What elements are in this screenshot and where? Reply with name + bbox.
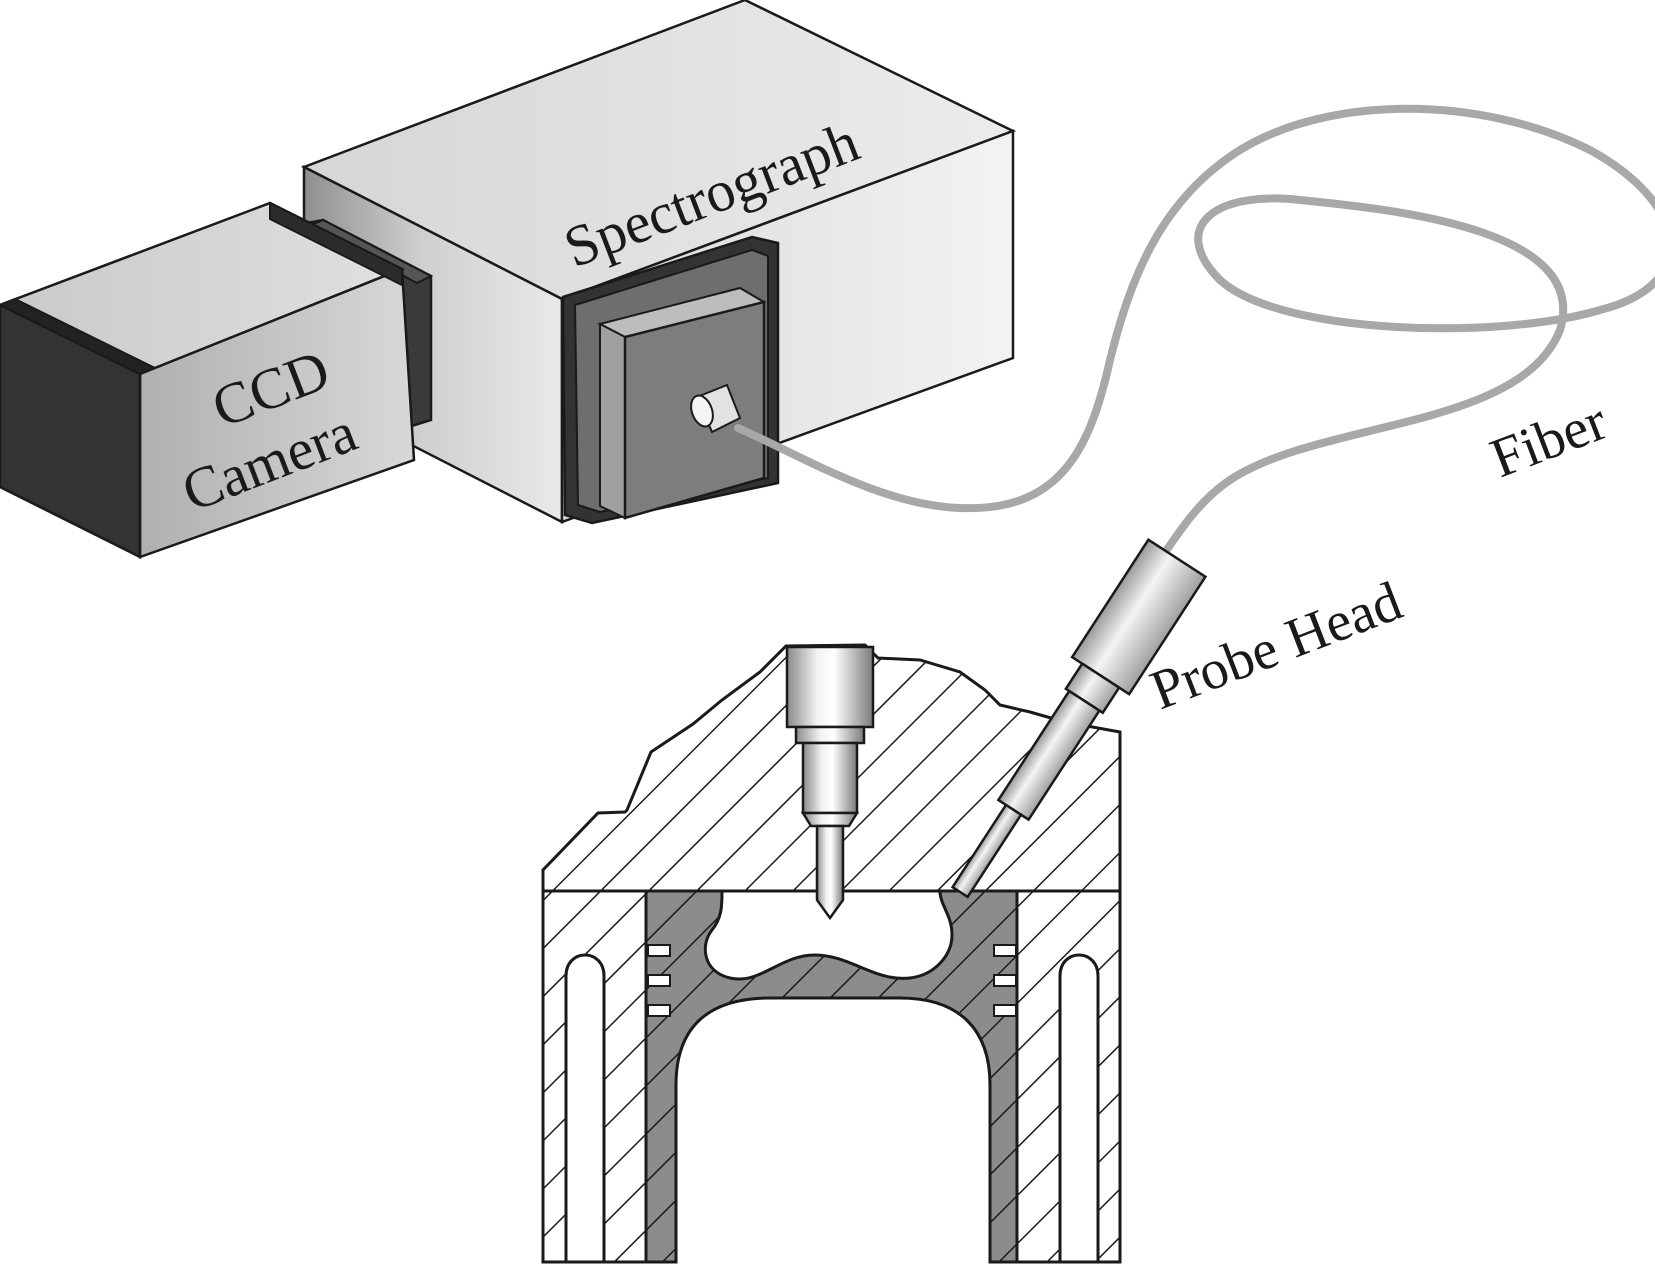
fuel-injector <box>785 645 875 921</box>
injector-shaft <box>801 741 859 815</box>
fiber-connector <box>690 383 742 434</box>
injector-body <box>785 645 875 729</box>
injector-nozzle <box>815 824 845 921</box>
piston-bowl <box>703 889 954 981</box>
coolant-channel-right <box>1058 953 1100 1264</box>
probe-tip <box>950 803 1023 899</box>
camera-rear-rim <box>269 201 403 287</box>
camera-end-cap-rim <box>0 297 158 376</box>
spectrograph <box>300 0 1017 525</box>
piston-rings-left <box>647 944 671 1017</box>
spectrograph-port-block-side <box>599 322 626 520</box>
injector-collar <box>794 725 866 745</box>
ccd-camera <box>0 201 434 560</box>
optical-fiber <box>734 104 1655 564</box>
injector-step <box>800 811 860 828</box>
probe-head <box>950 537 1208 899</box>
piston-rings-right <box>993 944 1017 1017</box>
label-fiber: Fiber <box>1482 390 1615 490</box>
piston <box>644 889 1019 1264</box>
coolant-channel-left <box>564 953 606 1264</box>
